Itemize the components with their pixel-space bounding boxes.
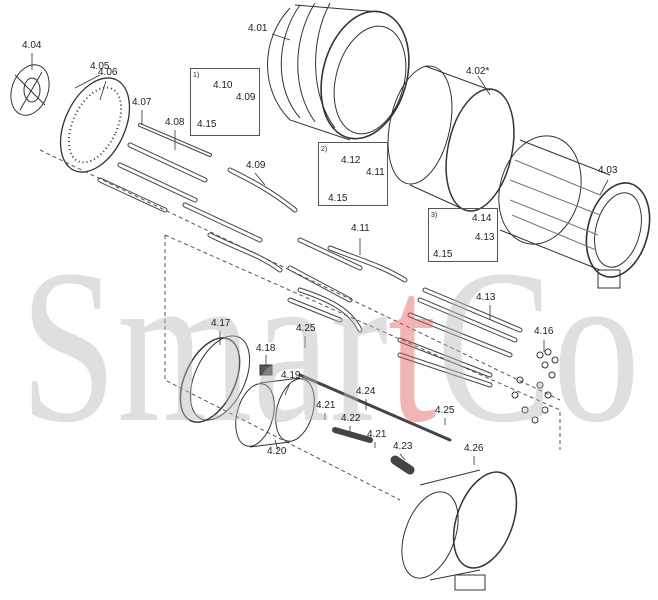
leader-lines bbox=[31, 33, 609, 465]
label-4-11: 4.11 bbox=[351, 223, 370, 234]
part-4-06-perforated-plate bbox=[59, 77, 131, 173]
label-4-08: 4.08 bbox=[165, 117, 185, 128]
label-4-01: 4.01 bbox=[248, 23, 268, 34]
label-4-18: 4.18 bbox=[256, 343, 276, 354]
label-4-24: 4.24 bbox=[356, 386, 376, 397]
variant-marker-3: 3) bbox=[431, 212, 438, 219]
part-4-04-flange bbox=[10, 64, 50, 116]
part-4-02-cylinder bbox=[387, 65, 515, 212]
label-4-03: 4.03 bbox=[598, 165, 618, 176]
label-4-12: 4.12 bbox=[341, 155, 361, 166]
detail-box-1 bbox=[190, 68, 260, 136]
part-4-01-bellows bbox=[267, 2, 410, 141]
variant-marker-2: 2) bbox=[321, 146, 328, 153]
label-4-26: 4.26 bbox=[464, 443, 484, 454]
label-4-25-a: 4.25 bbox=[296, 323, 316, 334]
label-4-10: 4.10 bbox=[213, 80, 233, 91]
label-4-15-detail-1: 4.15 bbox=[197, 119, 217, 130]
label-4-21-a: 4.21 bbox=[316, 400, 336, 411]
label-4-02: 4.02* bbox=[466, 66, 490, 77]
part-4-17-ring bbox=[179, 335, 251, 423]
assembly-guides bbox=[39, 149, 561, 501]
label-4-25-b: 4.25 bbox=[435, 405, 455, 416]
label-4-19: 4.19 bbox=[281, 370, 301, 381]
part-4-26-housing bbox=[401, 469, 518, 591]
label-4-21-b: 4.21 bbox=[367, 429, 387, 440]
part-4-16-o-rings bbox=[511, 348, 559, 424]
label-4-11-detail: 4.11 bbox=[366, 167, 385, 178]
label-4-20: 4.20 bbox=[267, 446, 287, 457]
label-4-23: 4.23 bbox=[393, 441, 413, 452]
detail-box-2 bbox=[318, 142, 388, 206]
label-4-22: 4.22 bbox=[341, 413, 361, 424]
variant-marker-1: 1) bbox=[193, 72, 200, 79]
label-4-14: 4.14 bbox=[472, 213, 492, 224]
label-4-05: 4.05 bbox=[90, 61, 110, 72]
label-4-06: 4.06 bbox=[98, 67, 118, 78]
label-4-09: 4.09 bbox=[246, 160, 266, 171]
label-4-15-detail-2: 4.15 bbox=[328, 193, 348, 204]
label-4-17: 4.17 bbox=[211, 318, 231, 329]
detail-box-3 bbox=[428, 208, 498, 262]
label-4-09-detail: 4.09 bbox=[236, 92, 256, 103]
label-4-04: 4.04 bbox=[22, 40, 42, 51]
rods bbox=[97, 123, 523, 475]
part-4-03-burner-head bbox=[498, 135, 651, 289]
label-4-13: 4.13 bbox=[476, 292, 496, 303]
label-4-16: 4.16 bbox=[534, 326, 554, 337]
label-4-07: 4.07 bbox=[132, 97, 152, 108]
label-4-15-detail-3: 4.15 bbox=[433, 249, 453, 260]
label-4-13-detail: 4.13 bbox=[475, 232, 495, 243]
